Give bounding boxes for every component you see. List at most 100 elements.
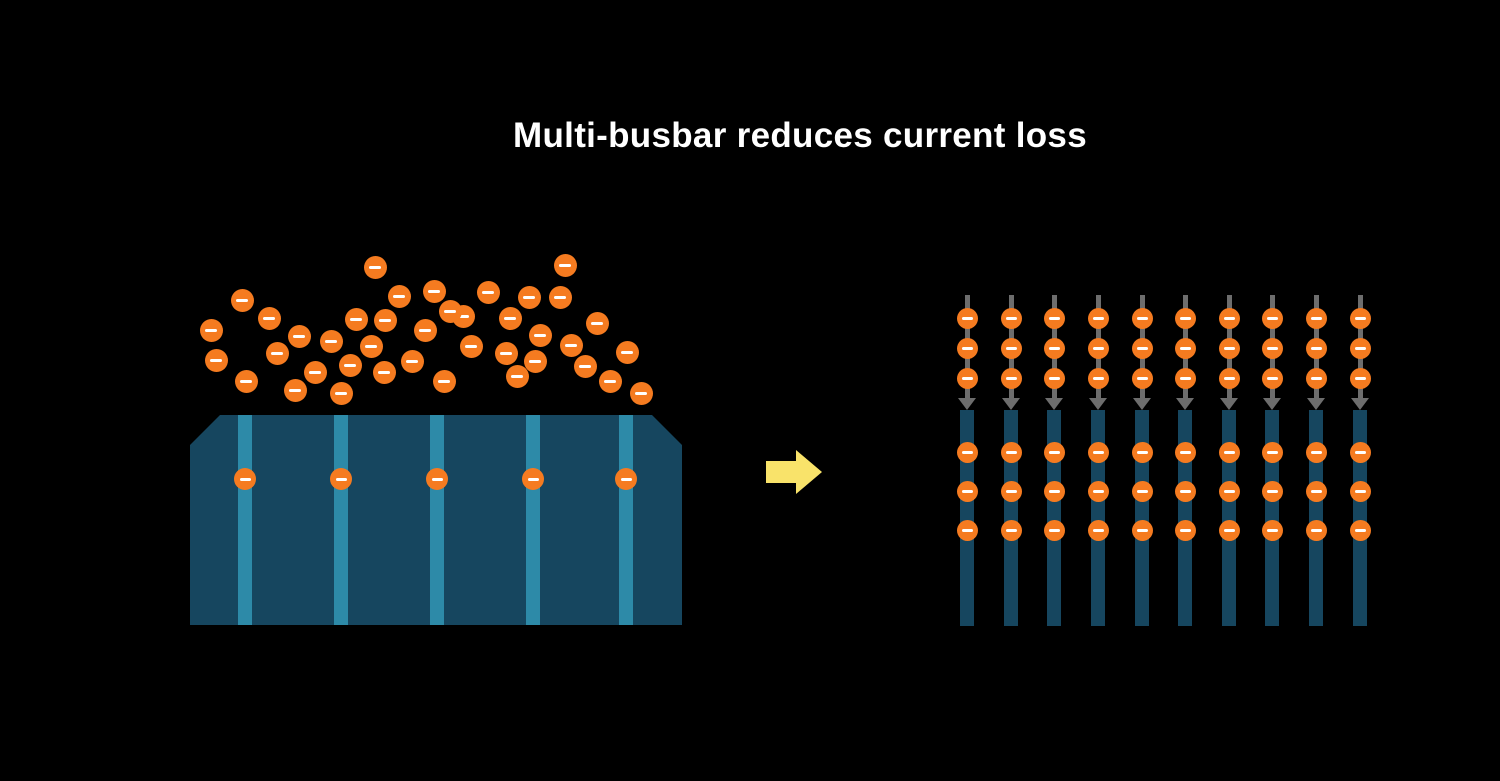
electron-icon xyxy=(265,341,289,365)
minus-symbol xyxy=(1223,450,1235,454)
minus-symbol xyxy=(1179,346,1191,350)
minus-symbol xyxy=(350,317,362,321)
minus-symbol xyxy=(500,351,512,355)
electron-icon xyxy=(1087,519,1109,541)
electron-icon xyxy=(1349,307,1371,329)
electron-icon xyxy=(629,381,653,405)
electron-icon xyxy=(1043,307,1065,329)
minus-symbol xyxy=(1092,316,1104,320)
electron-icon xyxy=(257,306,281,330)
electron-icon xyxy=(1349,441,1371,463)
electron-icon xyxy=(1131,367,1153,389)
electron-icon xyxy=(1043,519,1065,541)
minus-symbol xyxy=(369,265,381,269)
electron-icon xyxy=(1131,307,1153,329)
minus-symbol xyxy=(1179,489,1191,493)
electron-icon xyxy=(585,311,609,335)
minus-symbol xyxy=(239,477,251,481)
minus-symbol xyxy=(1179,528,1191,532)
minus-symbol xyxy=(335,477,347,481)
minus-symbol xyxy=(1310,528,1322,532)
minus-symbol xyxy=(1136,346,1148,350)
minus-symbol xyxy=(1179,316,1191,320)
multi-busbar-ribbon xyxy=(1091,410,1105,626)
electron-icon xyxy=(522,468,544,490)
minus-symbol xyxy=(1354,316,1366,320)
minus-symbol xyxy=(504,316,516,320)
diagram-title: Multi-busbar reduces current loss xyxy=(513,116,1087,155)
minus-symbol xyxy=(1354,528,1366,532)
electron-icon xyxy=(1218,519,1240,541)
minus-symbol xyxy=(365,344,377,348)
electron-icon xyxy=(1349,367,1371,389)
multi-busbar-ribbon xyxy=(1222,410,1236,626)
electron-icon xyxy=(573,354,597,378)
minus-symbol xyxy=(1223,489,1235,493)
minus-symbol xyxy=(1223,346,1235,350)
minus-symbol xyxy=(1266,489,1278,493)
electron-icon xyxy=(1043,441,1065,463)
electron-icon xyxy=(1000,441,1022,463)
minus-symbol xyxy=(482,290,494,294)
electron-icon xyxy=(426,468,448,490)
minus-symbol xyxy=(1048,489,1060,493)
electron-icon xyxy=(1131,480,1153,502)
minus-symbol xyxy=(205,328,217,332)
minus-symbol xyxy=(1179,376,1191,380)
minus-symbol xyxy=(378,370,390,374)
minus-symbol xyxy=(293,334,305,338)
minus-symbol xyxy=(1092,528,1104,532)
electron-icon xyxy=(598,369,622,393)
minus-symbol xyxy=(961,528,973,532)
electron-icon xyxy=(283,378,307,402)
electron-icon xyxy=(400,349,424,373)
minus-symbol xyxy=(523,295,535,299)
electron-icon xyxy=(956,519,978,541)
minus-symbol xyxy=(1223,528,1235,532)
minus-symbol xyxy=(236,298,248,302)
electron-icon xyxy=(1261,441,1283,463)
electron-icon xyxy=(956,337,978,359)
minus-symbol xyxy=(271,351,283,355)
electron-icon xyxy=(498,306,522,330)
minus-symbol xyxy=(1005,528,1017,532)
electron-icon xyxy=(1000,337,1022,359)
electron-icon xyxy=(1087,480,1109,502)
minus-symbol xyxy=(1310,346,1322,350)
minus-symbol xyxy=(393,294,405,298)
electron-icon xyxy=(387,284,411,308)
electron-icon xyxy=(1043,480,1065,502)
electron-icon xyxy=(1305,519,1327,541)
minus-symbol xyxy=(961,346,973,350)
electron-icon xyxy=(956,480,978,502)
current-flow-arrowhead-icon xyxy=(1045,398,1063,410)
electron-icon xyxy=(523,349,547,373)
minus-symbol xyxy=(1354,376,1366,380)
current-flow-arrowhead-icon xyxy=(1263,398,1281,410)
minus-symbol xyxy=(1223,376,1235,380)
multi-busbar-ribbon xyxy=(1047,410,1061,626)
minus-symbol xyxy=(1005,450,1017,454)
multi-busbar-ribbon xyxy=(960,410,974,626)
electron-icon xyxy=(1000,307,1022,329)
minus-symbol xyxy=(604,379,616,383)
minus-symbol xyxy=(1354,489,1366,493)
right-arrow-icon xyxy=(766,450,822,494)
minus-symbol xyxy=(961,316,973,320)
minus-symbol xyxy=(1092,346,1104,350)
minus-symbol xyxy=(431,477,443,481)
minus-symbol xyxy=(1266,376,1278,380)
electron-icon xyxy=(615,340,639,364)
minus-symbol xyxy=(1005,316,1017,320)
minus-symbol xyxy=(1092,376,1104,380)
current-flow-arrowhead-icon xyxy=(1220,398,1238,410)
electron-icon xyxy=(234,468,256,490)
minus-symbol xyxy=(565,343,577,347)
electron-icon xyxy=(494,341,518,365)
minus-symbol xyxy=(961,489,973,493)
minus-symbol xyxy=(419,328,431,332)
electron-icon xyxy=(230,288,254,312)
minus-symbol xyxy=(263,316,275,320)
electron-icon xyxy=(199,318,223,342)
